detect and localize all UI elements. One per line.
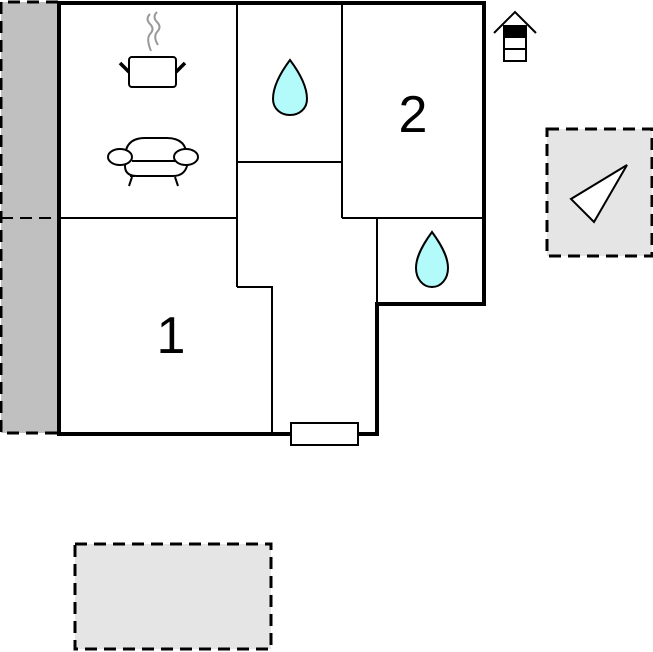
sun-direction-icon [569, 164, 628, 224]
entrance-door [290, 422, 359, 446]
bedroom-2-label: 2 [399, 86, 428, 144]
parking-area [73, 542, 273, 651]
cooking-pot-icon [118, 11, 187, 88]
house [57, 1, 486, 446]
bedroom-1-label: 1 [157, 307, 186, 365]
terrace-left [0, 0, 60, 435]
sun-area [545, 127, 653, 258]
floor-level-icon [493, 10, 537, 62]
water-drop-icon [271, 58, 309, 117]
sofa-icon [107, 137, 199, 187]
water-drop-icon [414, 230, 450, 289]
